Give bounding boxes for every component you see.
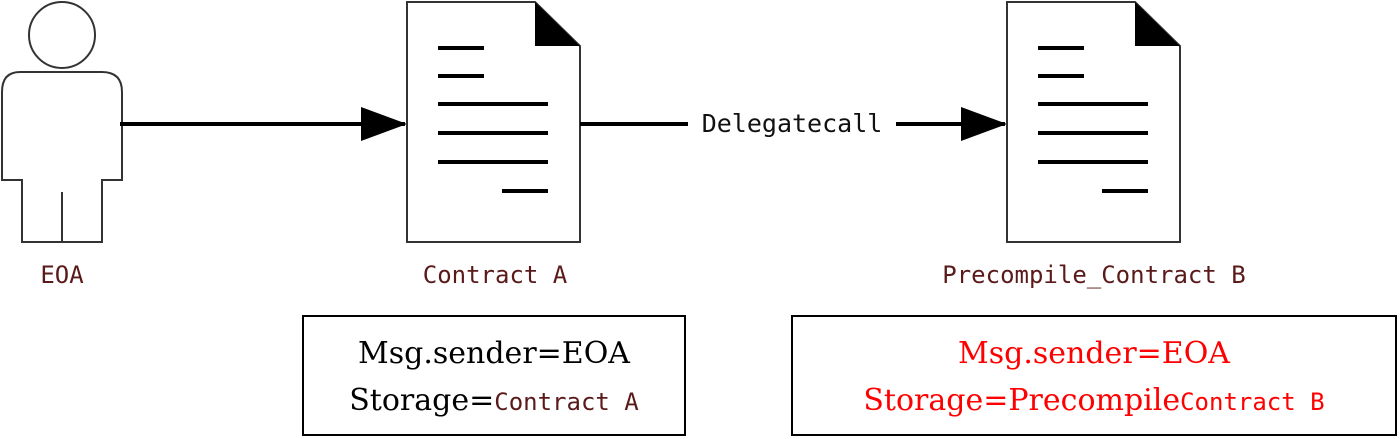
eoa-label: EOA — [40, 261, 84, 289]
delegatecall-label: Delegatecall — [702, 109, 883, 138]
contract-a-label: Contract A — [423, 261, 568, 289]
box-a-storage-value: Contract A — [494, 388, 639, 416]
box-b-storage-value: Contract B — [1180, 388, 1325, 416]
box-a-storage-prefix: Storage= — [349, 383, 494, 418]
contract-a-document-icon — [406, 1, 581, 243]
eoa-actor-icon — [1, 1, 123, 243]
context-box-a: Msg.sender=EOA Storage=Contract A — [302, 315, 686, 436]
box-b-storage: Storage=PrecompileContract B — [863, 383, 1324, 418]
box-a-msg-sender: Msg.sender=EOA — [358, 336, 630, 371]
precompile-contract-b-document-icon — [1006, 1, 1181, 243]
box-b-storage-prefix: Storage=Precompile — [863, 383, 1180, 418]
precompile-contract-b-label: Precompile_Contract B — [942, 261, 1245, 289]
box-a-storage: Storage=Contract A — [349, 383, 639, 418]
context-box-b: Msg.sender=EOA Storage=PrecompileContrac… — [791, 315, 1397, 436]
box-b-msg-sender: Msg.sender=EOA — [958, 336, 1230, 371]
